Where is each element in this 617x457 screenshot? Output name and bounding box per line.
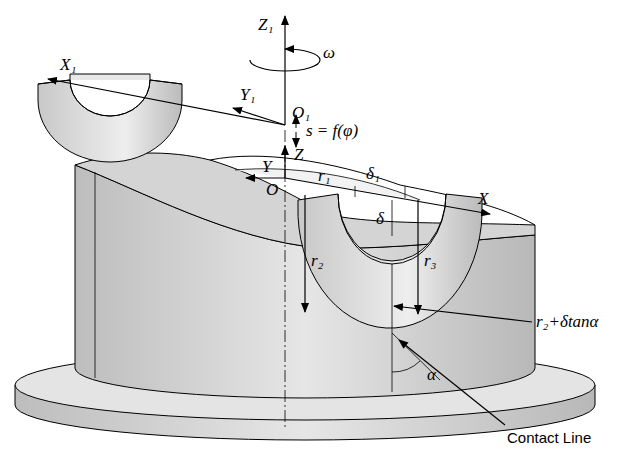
axis-label: Z₁ xyxy=(258,16,273,35)
callout-label: Contact Line xyxy=(507,430,591,447)
dimension-label: δ xyxy=(376,210,384,229)
motion-law: s = f(φ) xyxy=(306,122,358,141)
origin-label: O xyxy=(266,181,278,200)
axis-label: X₁ xyxy=(60,56,76,75)
dimension-label: r₂ xyxy=(311,252,324,271)
origin-label: O₁ xyxy=(292,104,310,123)
dimension-label: δ₁ xyxy=(366,165,380,184)
angular-velocity: ω xyxy=(323,44,335,63)
dimension-label: r₃ xyxy=(424,252,437,271)
axis-label: Y₁ xyxy=(240,86,255,105)
dimension-label: r₁ xyxy=(318,167,331,186)
axis-label: Y xyxy=(262,158,271,177)
angle-label: α xyxy=(427,366,436,385)
axis-label: X xyxy=(478,190,488,209)
dimension-label: r₂+δtanα xyxy=(536,313,599,332)
axis-label: Z xyxy=(294,146,303,165)
